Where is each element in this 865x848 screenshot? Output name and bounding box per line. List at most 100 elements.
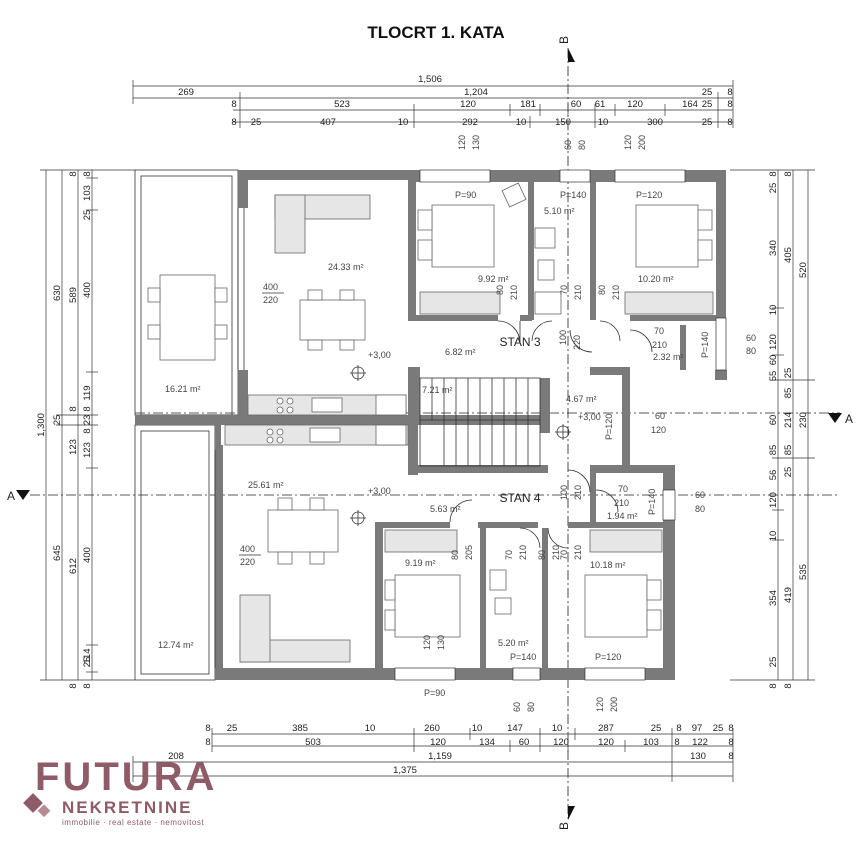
- door-tag: 80: [495, 285, 505, 295]
- dim-bottom: 208: [168, 751, 184, 762]
- dim-bottom: 1,375: [393, 765, 417, 776]
- window-tag: P=140: [700, 332, 710, 358]
- dim-right: 230: [798, 412, 809, 428]
- staircase: [419, 377, 541, 467]
- windows: [214, 169, 727, 681]
- window-tag: 80: [746, 346, 756, 356]
- section-arrow-top: [568, 48, 575, 62]
- dim-left: 8: [68, 683, 79, 688]
- door-tag: 210: [573, 545, 583, 560]
- dim-bottom: 25: [651, 723, 662, 734]
- window-tag: 120: [595, 697, 605, 712]
- dim-bottom: 10: [472, 723, 483, 734]
- door-tag: 80: [597, 285, 607, 295]
- window-tag: 60: [512, 702, 522, 712]
- dim-bottom: 8: [676, 723, 681, 734]
- dim-top: 8: [231, 117, 236, 128]
- dim-bottom: 103: [643, 737, 659, 748]
- dim-bottom: 25: [227, 723, 238, 734]
- dim-bottom: 8: [728, 751, 733, 762]
- section-arrow-right: [828, 413, 842, 423]
- room-area: 9.19 m²: [405, 558, 436, 568]
- dim-top: 407: [320, 117, 336, 128]
- dim-right: 214: [783, 412, 794, 428]
- dim-bottom: 120: [430, 737, 446, 748]
- walls: [135, 170, 727, 680]
- dim-top: 10: [516, 117, 527, 128]
- opening-tags: 400 220 400 220 P=90 P=140 P=120 P=140 P…: [239, 135, 756, 712]
- dim-top: 164: [682, 99, 698, 110]
- dim-left: 25: [52, 415, 63, 426]
- dim-right: 10: [768, 305, 779, 316]
- dim-bottom: 97: [692, 723, 703, 734]
- dim-right: 25: [783, 467, 794, 478]
- plan-title: TLOCRT 1. KATA: [367, 23, 504, 42]
- dim-right: 56: [768, 470, 779, 481]
- dim-bottom: 287: [598, 723, 614, 734]
- dim-left: 400: [82, 282, 93, 298]
- kitchen-units: [224, 394, 409, 446]
- room-area: 10.20 m²: [638, 274, 674, 284]
- futura-logo: FUTURA NEKRETNINE immobilie · real estat…: [23, 755, 214, 827]
- window-tag: 80: [526, 702, 536, 712]
- left-dimensions: 1,300 630 25 645 8 589 8 123 612 8 8 103…: [36, 169, 135, 689]
- dim-left: 8: [68, 406, 79, 411]
- room-area: 5.63 m²: [430, 504, 461, 514]
- window-tag: 60: [746, 333, 756, 343]
- dim-top: 120: [460, 99, 476, 110]
- level-label: +3,00: [368, 486, 391, 496]
- room-area: 6.82 m²: [445, 347, 476, 357]
- dim-left: 630: [52, 285, 63, 301]
- dim-left: 400: [82, 547, 93, 563]
- right-dimensions: 520 230 535 8 405 25 85 214 85 25 419 8 …: [730, 169, 815, 689]
- dim-top: 8: [727, 87, 732, 98]
- dim-right: 85: [768, 445, 779, 456]
- dim-left: 23: [82, 415, 93, 426]
- dim-right: 120: [768, 492, 779, 508]
- section-mark-top: B: [557, 36, 571, 44]
- apartment-label-stan-4: STAN 4: [499, 491, 540, 505]
- section-mark-bottom: B: [557, 822, 571, 830]
- dim-bottom: 130: [690, 751, 706, 762]
- dim-bottom: 122: [692, 737, 708, 748]
- room-area: 10.18 m²: [590, 560, 626, 570]
- dim-total-width: 1,506: [418, 74, 442, 85]
- door-tag: 210: [611, 285, 621, 300]
- dim-left: 8: [82, 406, 93, 411]
- window-tag: 120: [422, 635, 432, 650]
- window-tag: 200: [637, 135, 647, 150]
- dim-bottom: 8: [205, 737, 210, 748]
- window-tag: 400: [263, 282, 278, 292]
- dim-bottom: 385: [292, 723, 308, 734]
- apartment-label-stan-3: STAN 3: [499, 335, 540, 349]
- dim-top: 8: [231, 99, 236, 110]
- dim-bottom: 1,159: [428, 751, 452, 762]
- room-area: 1.94 m²: [607, 511, 638, 521]
- dim-right: 85: [783, 388, 794, 399]
- section-mark-right: A: [845, 412, 853, 426]
- dim-right: 10: [768, 531, 779, 542]
- room-area: 25.61 m²: [248, 480, 284, 490]
- dim-left: 8: [82, 428, 93, 433]
- door-tag: 210: [652, 340, 667, 350]
- dim-left: 645: [52, 545, 63, 561]
- room-area: 9.92 m²: [478, 274, 509, 284]
- dim-right: 25: [768, 657, 779, 668]
- dim-top: 1,204: [464, 87, 488, 98]
- dim-right: 8: [783, 171, 794, 176]
- dim-right: 340: [768, 240, 779, 256]
- logo-tagline: immobilie · real estate · nemovitost: [62, 818, 204, 827]
- window-tag: 80: [577, 140, 587, 150]
- door-tag: 210: [573, 285, 583, 300]
- dim-right: 55: [768, 371, 779, 382]
- window-tag: P=140: [560, 190, 586, 200]
- door-tag: 70: [559, 285, 569, 295]
- dim-right: 8: [768, 683, 779, 688]
- dim-left: 119: [82, 385, 93, 400]
- window-tag: P=140: [647, 489, 657, 515]
- dim-left: 114: [82, 648, 93, 663]
- dim-left: 123: [68, 439, 79, 455]
- dim-right: 405: [783, 247, 794, 263]
- dim-bottom: 147: [507, 723, 523, 734]
